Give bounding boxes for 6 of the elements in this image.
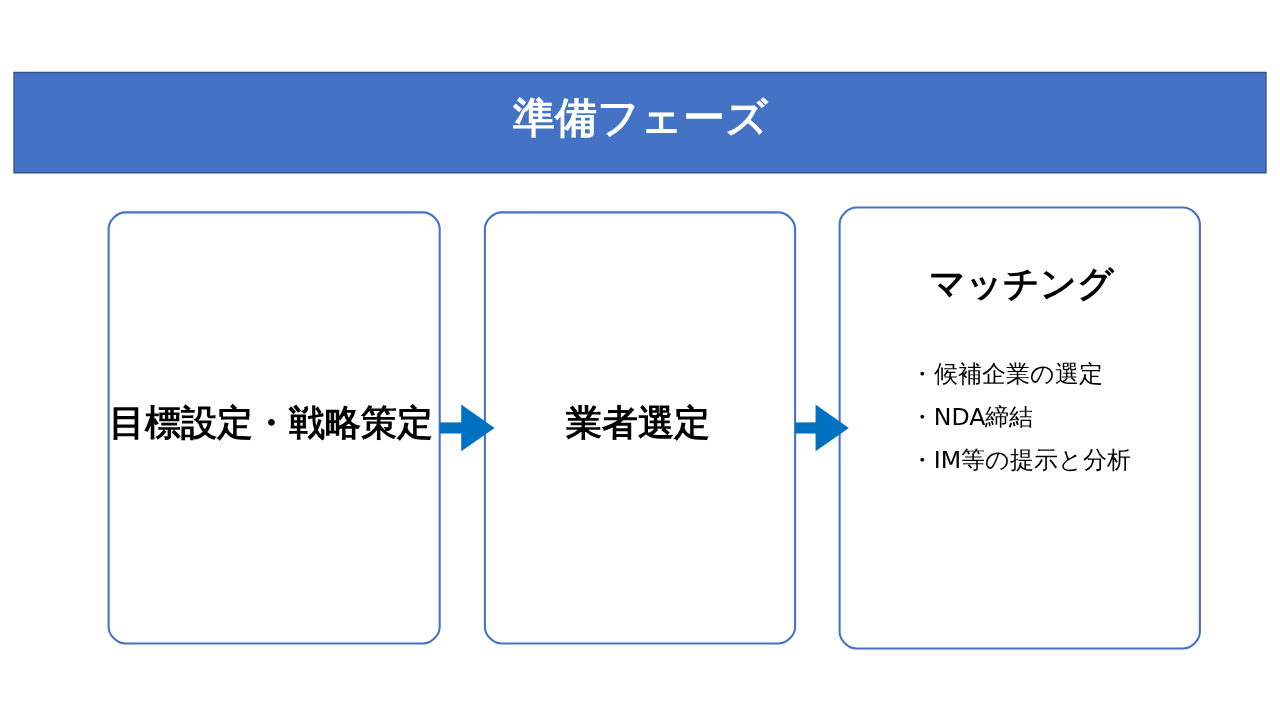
node-box: マッチング ・候補企業の選定 ・NDA締結 ・IM等の提示と分析 xyxy=(838,205,1201,649)
node-box: 業者選定 xyxy=(483,210,797,645)
arrow xyxy=(795,404,849,451)
arrow xyxy=(439,404,495,451)
node-box: 準備フェーズ xyxy=(13,71,1267,173)
node-box: 目標設定・戦略策定 xyxy=(107,210,441,645)
